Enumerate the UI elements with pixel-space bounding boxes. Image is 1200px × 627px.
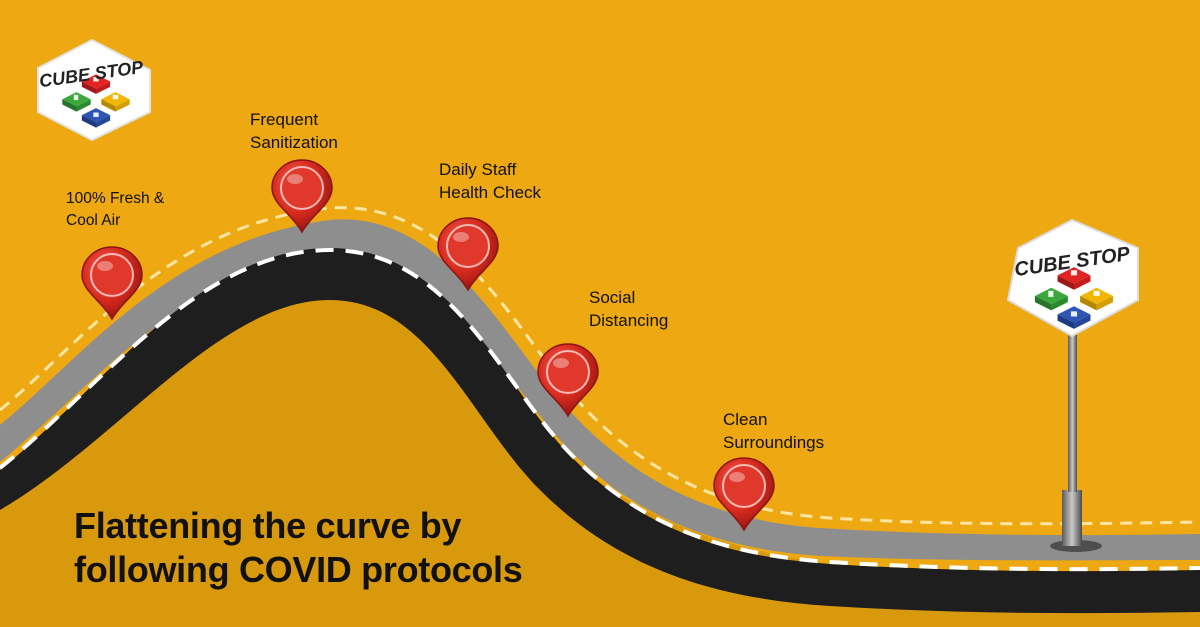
milestone-line: Sanitization <box>250 133 338 152</box>
milestone-line: 100% Fresh & <box>66 190 165 207</box>
road-sign: CUBE STOP <box>1006 218 1139 552</box>
milestone-line: Health Check <box>439 183 542 202</box>
headline-line-1: Flattening the curve by <box>74 505 462 546</box>
milestone-label-distancing: Social Distancing <box>589 286 668 332</box>
milestone-line: Cool Air <box>66 212 121 229</box>
milestone-line: Surroundings <box>723 433 825 452</box>
milestone-line: Frequent <box>250 110 319 129</box>
headline: Flattening the curve by following COVID … <box>74 504 523 592</box>
milestone-line: Daily Staff <box>439 160 517 179</box>
milestone-label-surroundings: Clean Surroundings <box>723 408 824 454</box>
milestone-label-sanitization: Frequent Sanitization <box>250 108 338 154</box>
milestone-line: Distancing <box>589 311 669 330</box>
milestone-line: Clean <box>723 410 768 429</box>
cube-stop-logo: CUBE STOP <box>37 38 151 142</box>
milestone-label-fresh-air: 100% Fresh & Cool Air <box>66 188 164 232</box>
milestone-label-health-check: Daily Staff Health Check <box>439 158 541 204</box>
road-surface <box>0 248 1200 614</box>
road-center-dash <box>0 247 1200 572</box>
milestone-line: Social <box>589 288 636 307</box>
road-shadow <box>0 250 1200 627</box>
headline-line-2: following COVID protocols <box>74 549 523 590</box>
